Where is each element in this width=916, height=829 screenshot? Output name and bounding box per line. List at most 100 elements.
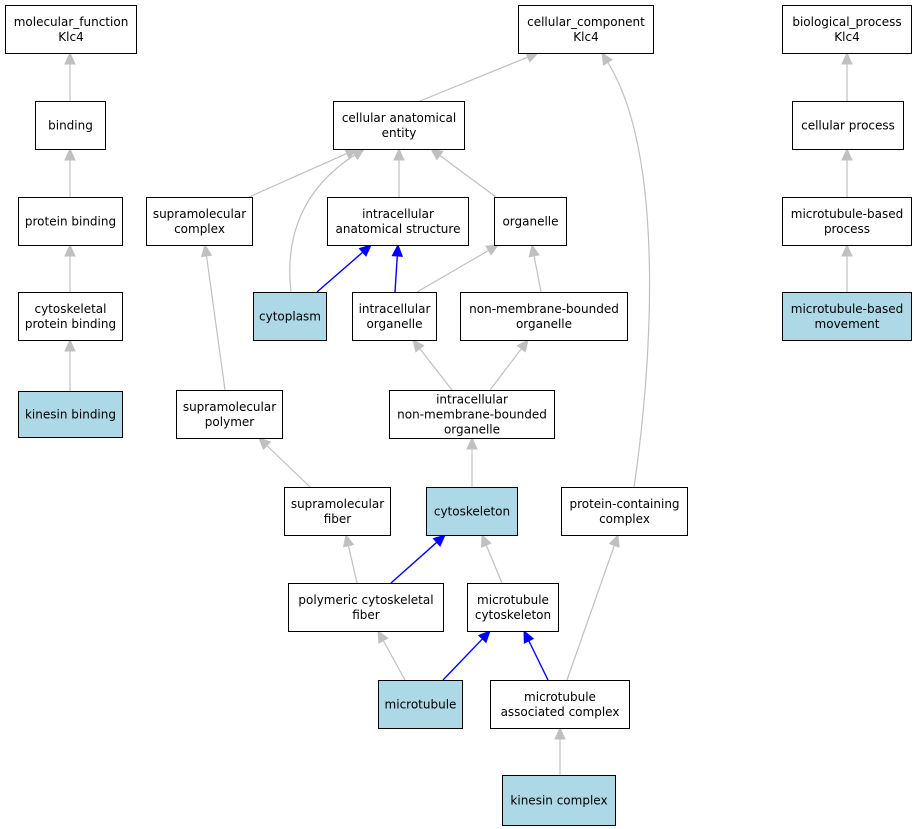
node-label-line: intracellular	[362, 207, 434, 221]
edge-arrowhead	[516, 339, 529, 353]
edge-kinesin_binding-to-cytoskeletal_protein_binding	[64, 338, 76, 391]
edge-arrowhead	[841, 147, 853, 161]
edge-line	[394, 255, 398, 293]
node-label-line: polymer	[205, 415, 254, 429]
node-label-line: protein-containing	[569, 497, 679, 511]
edge-supramolecular_complex-to-cellular_anatomical_entity	[248, 148, 359, 198]
edge-intracellular_nmb_organelle-to-non_membrane_bounded_organelle	[489, 339, 529, 391]
edge-intracellular_organelle-to-organelle	[416, 244, 500, 293]
edge-arrowhead	[477, 630, 491, 644]
node-box	[426, 487, 518, 536]
node-cytoskeleton[interactable]: cytoskeleton	[426, 487, 518, 536]
edge-cytoskeletal_protein_binding-to-protein_binding	[64, 243, 76, 292]
node-label-line: supramolecular	[153, 207, 246, 221]
node-label-line: kinesin binding	[25, 408, 116, 422]
edge-arrowhead	[391, 243, 404, 257]
node-cellular-process[interactable]: cellular process	[792, 101, 904, 150]
edge-line	[485, 544, 503, 584]
node-box	[561, 487, 688, 536]
edge-polymeric_cytoskeletal_fiber-to-supramolecular_fiber	[342, 533, 358, 584]
edge-intracellular_anatomical_structure-to-cellular_anatomical_entity	[393, 147, 405, 197]
node-label-line: cellular anatomical	[342, 111, 456, 125]
node-kinesin-complex[interactable]: kinesin complex	[502, 775, 616, 826]
node-label-line: Klc4	[573, 30, 598, 44]
node-label-line: Klc4	[58, 30, 83, 44]
edge-arrowhead	[377, 629, 389, 644]
edge-line	[316, 251, 364, 293]
node-label-line: microtubule	[477, 593, 549, 607]
node-box	[490, 680, 630, 729]
node-binding[interactable]: binding	[35, 101, 106, 150]
node-microtubule[interactable]: microtubule	[378, 680, 463, 729]
node-box	[288, 583, 444, 632]
edge-cellular_anatomical_entity-to-cc_root	[419, 51, 540, 102]
node-label-line: complex	[599, 512, 650, 526]
node-organelle[interactable]: organelle	[494, 197, 567, 246]
node-label-line: kinesin complex	[510, 794, 607, 808]
edge-line	[205, 255, 226, 391]
edge-arrowhead	[466, 436, 478, 450]
edge-arrowhead	[64, 147, 76, 161]
node-box	[378, 680, 463, 729]
node-box	[782, 292, 912, 341]
node-label-line: molecular_function	[14, 15, 129, 29]
node-label-line: fiber	[352, 608, 380, 622]
node-protein-binding[interactable]: protein binding	[18, 197, 123, 246]
edge-arrowhead	[342, 533, 355, 548]
node-label-line: intracellular	[359, 302, 431, 316]
node-box	[18, 197, 123, 246]
node-box	[253, 292, 327, 341]
edge-line	[439, 155, 497, 198]
edge-supramolecular_fiber-to-supramolecular_polymer	[258, 437, 311, 488]
edge-arrowhead	[841, 243, 853, 257]
node-intracellular-nmb-organelle[interactable]: intracellularnon-membrane-boundedorganel…	[389, 390, 555, 439]
node-label-line: binding	[48, 119, 93, 133]
node-box	[352, 292, 437, 341]
node-box	[792, 101, 904, 150]
edge-arrowhead	[64, 338, 76, 352]
edge-microtubule_based_process-to-cellular_process	[841, 147, 853, 197]
node-label-line: cellular process	[801, 119, 895, 133]
node-box	[35, 101, 106, 150]
node-box	[176, 390, 283, 439]
edge-arrowhead	[430, 148, 444, 161]
edge-line	[533, 255, 542, 293]
node-box	[284, 487, 391, 536]
edge-microtubule_cytoskeleton-to-cytoskeleton	[481, 533, 503, 584]
edge-arrowhead	[358, 244, 372, 257]
node-label-line: microtubule-based	[791, 207, 903, 221]
edge-kinesin_complex-to-microtubule_associated_complex	[554, 726, 566, 775]
node-label-line: cytoskeletal	[34, 302, 106, 316]
node-label-line: cytoplasm	[259, 310, 321, 324]
edge-arrowhead	[601, 51, 613, 66]
node-label-line: microtubule-based	[791, 302, 903, 316]
edge-line	[566, 545, 615, 681]
node-box	[333, 101, 465, 150]
edge-line	[382, 640, 406, 681]
edge-arrowhead	[608, 533, 620, 548]
node-cytoplasm[interactable]: cytoplasm	[253, 292, 327, 341]
node-label-line: cytoskeleton	[475, 608, 551, 622]
edge-cytoskeleton-to-intracellular_nmb_organelle	[466, 436, 478, 487]
node-label-line: cellular_component	[527, 15, 645, 29]
node-kinesin-binding[interactable]: kinesin binding	[18, 391, 123, 438]
